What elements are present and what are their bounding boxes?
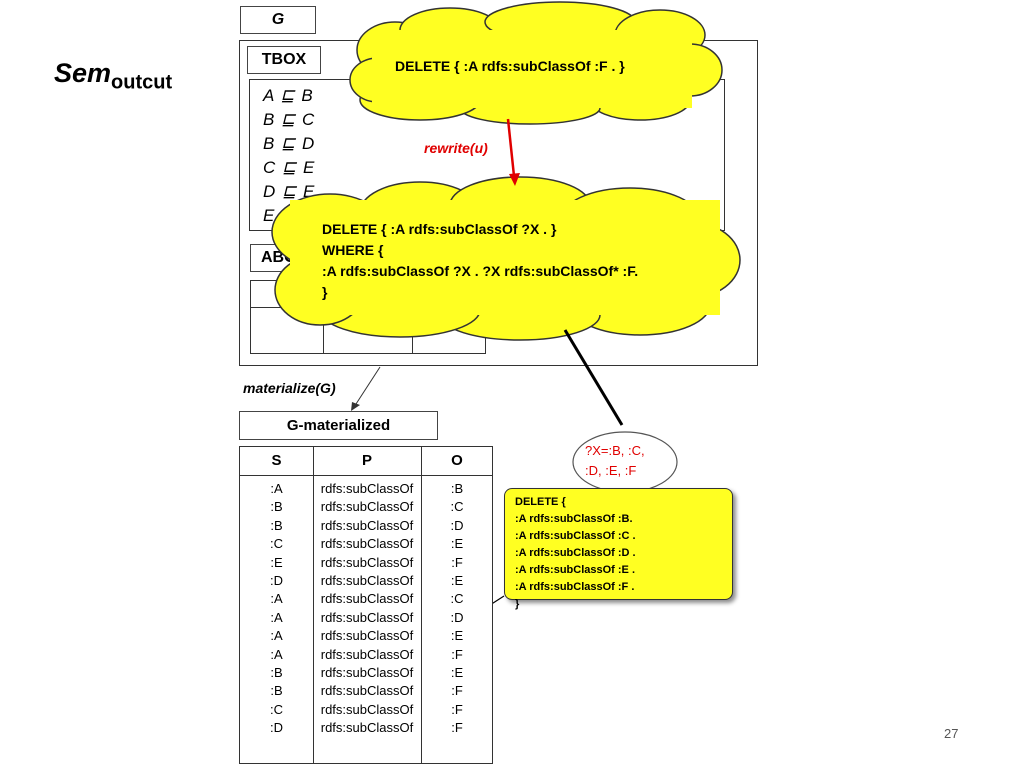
tbox-axiom: D ⊑ E [263, 182, 316, 201]
materialize-arrowhead [351, 402, 360, 411]
table-header-o: O [451, 452, 463, 469]
binding-line: ?X=:B, :C, [585, 443, 645, 458]
query-line: WHERE { [322, 242, 384, 258]
tbox-label: TBOX [247, 46, 321, 74]
table-cell-s: :D [270, 720, 283, 736]
table-cell-s: :C [270, 536, 283, 552]
materialized-table: S P O :A rdfs:subClassOf :B :B rdfs:subClass… [239, 446, 493, 764]
table-cell-s: :B [270, 517, 283, 533]
table-cell-p: rdfs:subClassOf [320, 628, 414, 644]
table-cell-p: rdfs:subClassOf [320, 683, 414, 699]
table-header-s: S [271, 452, 282, 469]
g-label: G [240, 6, 316, 34]
table-cell-p: rdfs:subClassOf [320, 499, 414, 515]
table-header-p: P [361, 452, 372, 469]
materialize-label: materialize(G) [243, 380, 336, 396]
table-cell-o: :E [450, 628, 464, 644]
page-number: 27 [944, 726, 959, 741]
delete-line: :A rdfs:subClassOf :E . [515, 564, 635, 576]
table-cell-s: :D [270, 573, 283, 588]
table-cell-o: :E [450, 665, 464, 680]
delete-line: } [515, 598, 520, 610]
tbox-axiom: C ⊑ E [263, 158, 316, 177]
table-cell-p: rdfs:subClassOf [320, 609, 414, 625]
table-cell-p: rdfs:subClassOf [320, 536, 414, 552]
table-cell-s: :A [270, 646, 283, 662]
table-cell-p: rdfs:subClassOf [320, 591, 414, 607]
table-cell-p: rdfs:subClassOf [320, 481, 414, 496]
cloud-mid-text: DELETE { :A rdfs:subClassOf ?X . } WHERE… [322, 219, 638, 303]
table-cell-p: rdfs:subClassOf [320, 554, 414, 570]
abox-header-divider [251, 307, 485, 308]
table-cell-o: :F [451, 554, 463, 570]
table-header-divider [240, 475, 492, 476]
cloud-top-text: DELETE { :A rdfs:subClassOf :F . } [395, 58, 625, 74]
tbox-axiom: B ⊑ C [263, 110, 316, 129]
table-col-divider [313, 447, 314, 763]
delete-card-text: DELETE { :A rdfs:subClassOf :B. :A rdfs:… [515, 494, 636, 613]
table-cell-s: :C [270, 701, 283, 717]
delete-line: DELETE { [515, 496, 566, 508]
table-cell-o: :C [450, 591, 464, 607]
table-cell-s: :A [270, 481, 283, 496]
abox-label: ABOX [250, 244, 324, 272]
table-cell-o: :E [450, 536, 464, 552]
table-cell-p: rdfs:subClassOf [320, 573, 414, 588]
g-materialized-label: G-materialized [239, 411, 438, 440]
table-cell-s: :B [270, 665, 283, 680]
tbox-axioms: A ⊑ B B ⊑ C B ⊑ D C ⊑ E D ⊑ E E ⊑ F [263, 84, 315, 228]
table-cell-p: rdfs:subClassOf [320, 517, 414, 533]
table-cell-s: :B [270, 683, 283, 699]
table-cell-p: rdfs:subClassOf [320, 646, 414, 662]
delete-card [504, 488, 733, 600]
title-subscript: outcut [111, 71, 173, 94]
rewrite-label: rewrite(u) [424, 140, 488, 156]
delete-line: :A rdfs:subClassOf :F . [515, 581, 635, 593]
query-line: :A rdfs:subClassOf ?X . ?X rdfs:subClass… [322, 263, 639, 279]
delete-line: :A rdfs:subClassOf :B. [515, 513, 633, 525]
table-cell-s: :A [270, 591, 283, 607]
bindings-text: ?X=:B, :C, :D, :E, :F [585, 441, 645, 481]
delete-line: :A rdfs:subClassOf :D . [515, 547, 636, 559]
table-cell-o: :F [451, 683, 463, 699]
table-cell-p: rdfs:subClassOf [320, 701, 414, 717]
tbox-axiom: B ⊑ D [263, 134, 316, 153]
binding-line: :D, :E, :F [585, 463, 637, 478]
tbox-axiom: E ⊑ F [263, 206, 314, 225]
table-cell-s: :A [270, 609, 283, 625]
table-cell-p: rdfs:subClassOf [320, 720, 414, 736]
table-cell-s: :A [270, 628, 283, 644]
table-col-divider [421, 447, 422, 763]
slide-title: Semoutcut [54, 58, 172, 94]
table-cell-o: :D [450, 517, 464, 533]
delete-line: :A rdfs:subClassOf :C . [515, 530, 636, 542]
table-cell-o: :F [451, 646, 463, 662]
table-cell-o: :F [451, 701, 463, 717]
table-cell-s: :B [270, 499, 283, 515]
title-main: Sem [54, 58, 112, 88]
tbox-axiom: A ⊑ B [263, 86, 314, 105]
materialize-arrow [355, 366, 381, 405]
table-cell-o: :E [450, 573, 464, 588]
table-cell-s: :E [270, 554, 283, 570]
table-cell-o: :C [450, 499, 464, 515]
table-cell-o: :D [450, 609, 464, 625]
table-cell-o: :B [450, 481, 464, 496]
query-line: } [322, 284, 328, 300]
table-cell-o: :F [451, 720, 463, 736]
table-cell-p: rdfs:subClassOf [320, 665, 414, 680]
query-line: DELETE { :A rdfs:subClassOf ?X . } [322, 221, 557, 237]
